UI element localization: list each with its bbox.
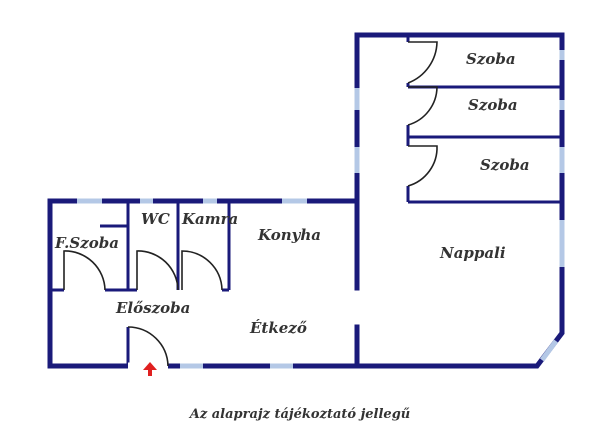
room-label-eloszoba: Előszoba (115, 299, 190, 317)
room-label-szoba-3: Szoba (480, 156, 530, 174)
room-label-szoba-1: Szoba (466, 50, 516, 68)
room-label-kamra: Kamra (181, 210, 238, 228)
room-label-konyha: Konyha (257, 226, 321, 244)
room-label-wc: WC (141, 210, 170, 228)
room-label-etkezo: Étkező (249, 319, 307, 337)
caption: Az alaprajz tájékoztató jellegű (188, 407, 411, 422)
room-label-szoba-2: Szoba (468, 96, 518, 114)
room-label-nappali: Nappali (439, 244, 506, 262)
room-label-fszoba: F.Szoba (54, 234, 119, 252)
entrance-arrow-icon (143, 362, 157, 376)
doors (63, 41, 438, 367)
